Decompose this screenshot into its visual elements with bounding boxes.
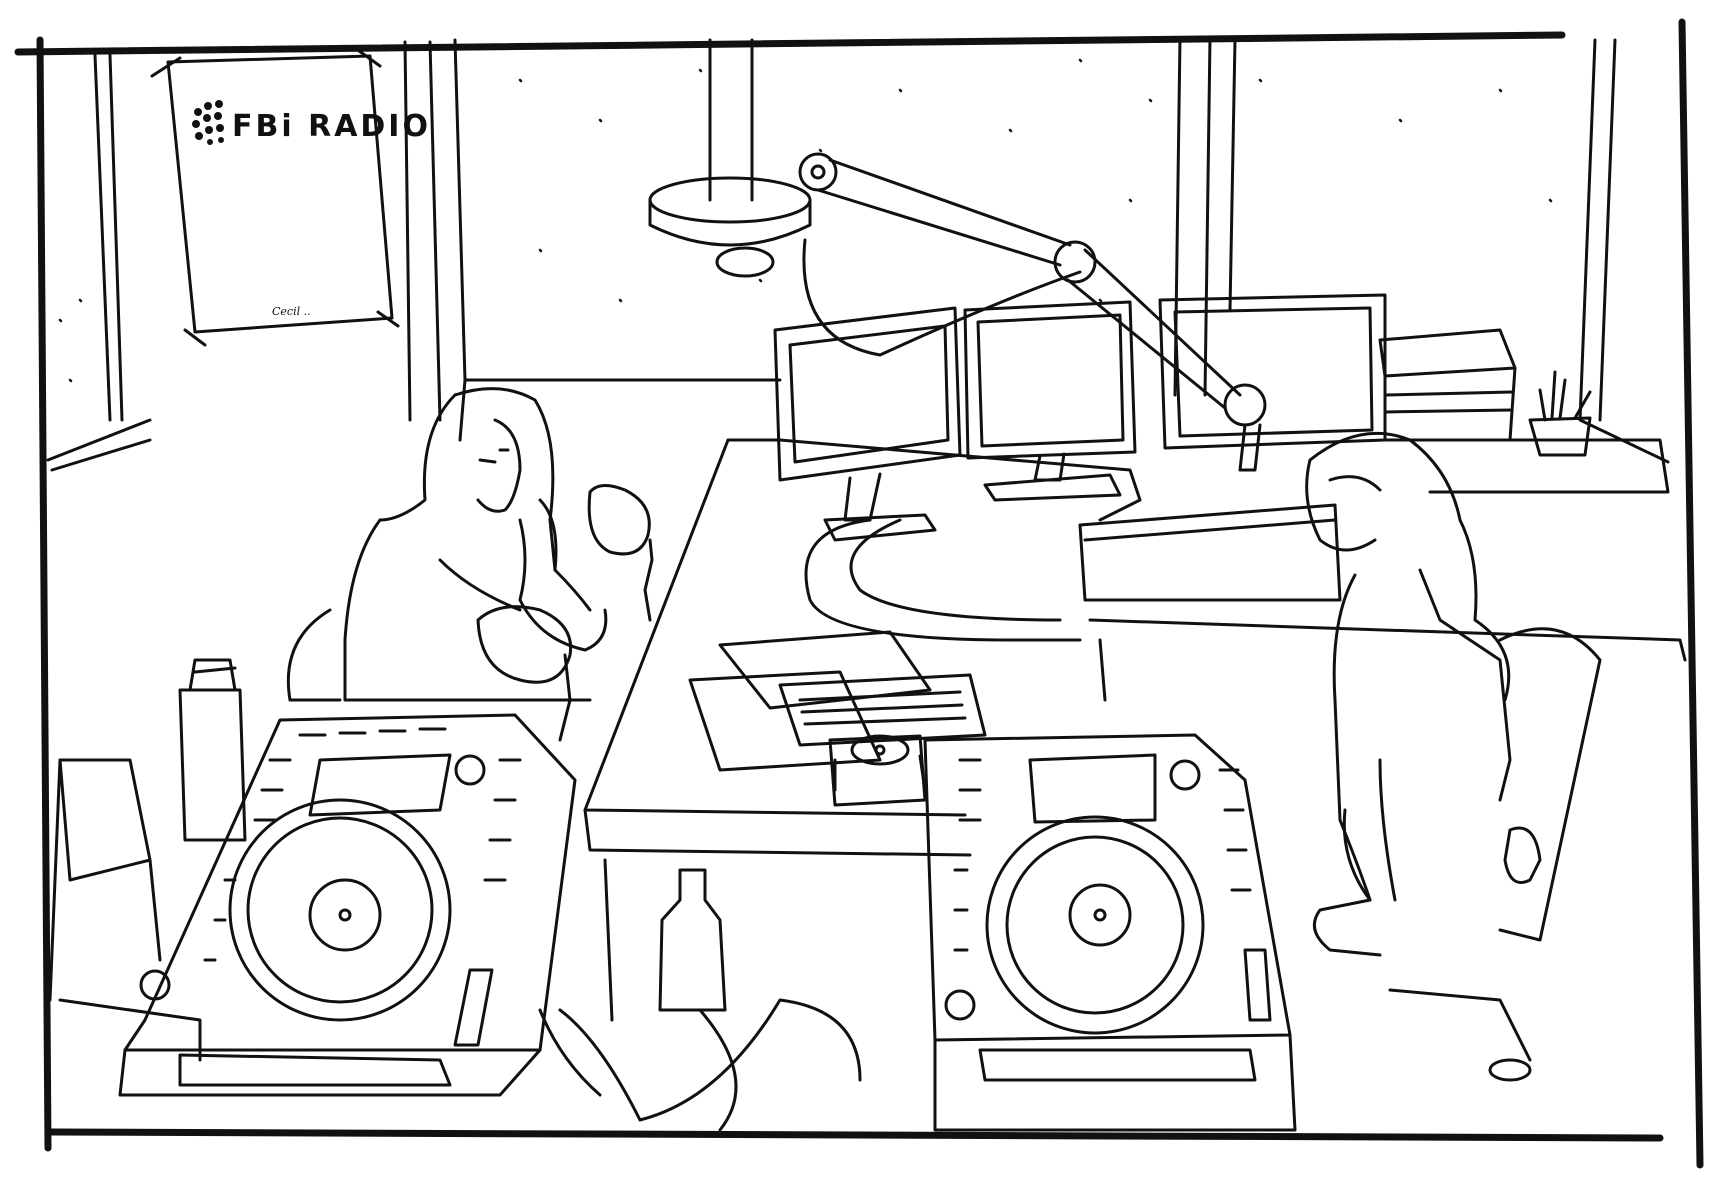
poster-title: FBi RADIO [232,109,431,144]
right-cdj-deck [923,733,1297,1132]
desk-papers [688,630,987,807]
frame-border [14,18,1704,1169]
computer-monitors [773,293,1387,542]
left-cdj-deck [118,713,577,1097]
ceiling-lamp [648,38,812,278]
back-counter-items [1378,328,1670,494]
poster-signature: Cecil .. [272,305,311,318]
wall-poster [150,46,400,347]
main-desk [583,438,1687,1022]
right-presenter [1305,431,1602,1082]
left-presenter [286,387,608,702]
poster-logo-icon [192,100,224,145]
floor-items [48,658,862,1132]
window-glass-texture [58,58,1553,383]
left-microphone [476,484,654,742]
window-frames [46,36,1670,472]
mic-boom-arm [798,152,1267,472]
